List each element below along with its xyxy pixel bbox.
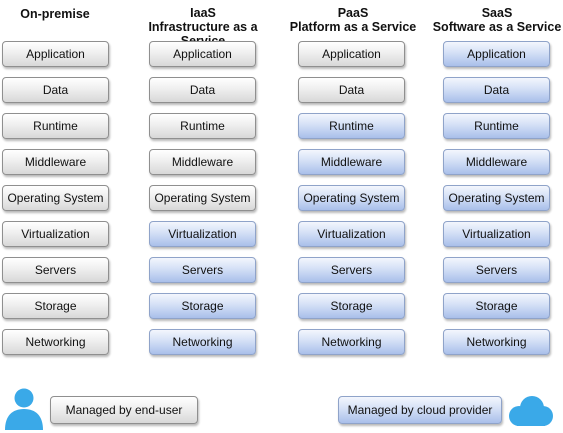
layer-box-networking: Networking [149,329,256,355]
layer-box-runtime: Runtime [443,113,550,139]
layer-box-data: Data [298,77,405,103]
layer-box-virtualization: Virtualization [443,221,550,247]
layer-box-middleware: Middleware [2,149,109,175]
column-title: PaaS [337,6,369,20]
column-title: IaaS [190,6,216,20]
legend-cloud-provider: Managed by cloud provider [338,396,502,424]
layer-box-operating-system: Operating System [149,185,256,211]
layer-box-middleware: Middleware [443,149,550,175]
column-header-saas: SaaS Software as a Service [422,6,563,34]
column-title: SaaS [481,6,513,20]
layer-box-middleware: Middleware [298,149,405,175]
column-subtitle: Platform as a Service [289,20,417,34]
layer-box-storage: Storage [2,293,109,319]
layer-box-networking: Networking [298,329,405,355]
layer-box-operating-system: Operating System [2,185,109,211]
layer-box-networking: Networking [2,329,109,355]
layer-box-application: Application [149,41,256,67]
layer-box-operating-system: Operating System [298,185,405,211]
layer-box-servers: Servers [443,257,550,283]
layer-box-virtualization: Virtualization [298,221,405,247]
layer-box-runtime: Runtime [298,113,405,139]
layer-box-storage: Storage [149,293,256,319]
legend-end-user: Managed by end-user [50,396,198,424]
layer-box-application: Application [443,41,550,67]
layer-box-middleware: Middleware [149,149,256,175]
layer-box-networking: Networking [443,329,550,355]
layer-box-runtime: Runtime [149,113,256,139]
layer-box-servers: Servers [149,257,256,283]
column-header-on-premise: On-premise [0,7,130,21]
layer-box-application: Application [298,41,405,67]
layer-box-virtualization: Virtualization [149,221,256,247]
column-header-paas: PaaS Platform as a Service [278,6,428,34]
layer-box-servers: Servers [298,257,405,283]
person-icon [5,388,43,430]
layer-box-data: Data [149,77,256,103]
layer-box-data: Data [2,77,109,103]
layer-box-servers: Servers [2,257,109,283]
layer-box-operating-system: Operating System [443,185,550,211]
layer-box-virtualization: Virtualization [2,221,109,247]
layer-box-application: Application [2,41,109,67]
layer-box-storage: Storage [443,293,550,319]
layer-box-runtime: Runtime [2,113,109,139]
cloud-icon [509,396,553,426]
column-title: On-premise [20,7,90,21]
layer-box-data: Data [443,77,550,103]
layer-box-storage: Storage [298,293,405,319]
legend-end-user-label: Managed by end-user [65,403,183,417]
legend-cloud-provider-label: Managed by cloud provider [347,403,493,417]
column-subtitle: Software as a Service [432,20,562,34]
